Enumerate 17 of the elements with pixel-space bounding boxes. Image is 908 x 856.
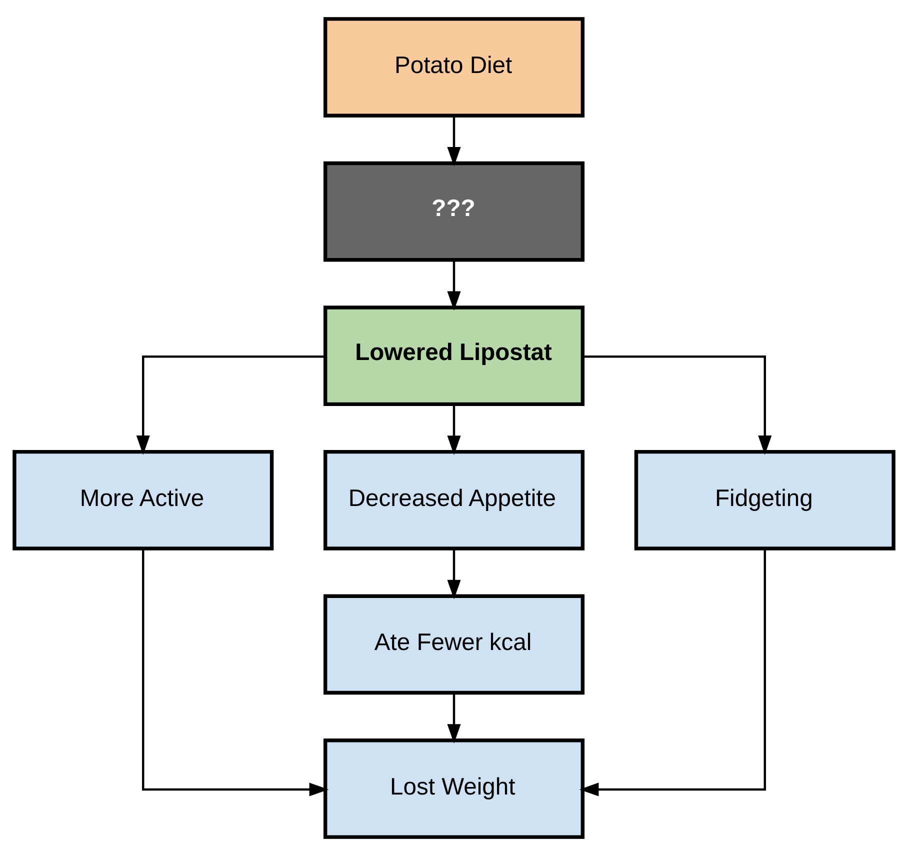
arrow (447, 404, 461, 455)
node-box: ??? (323, 161, 585, 262)
node-box: Potato Diet (323, 17, 585, 118)
arrow (447, 548, 461, 600)
node-box: Ate Fewer kcal (323, 594, 585, 695)
arrow (447, 692, 461, 744)
node-box: More Active (12, 450, 274, 550)
arrow (579, 548, 766, 796)
node-box: Decreased Appetite (323, 450, 585, 550)
arrow (447, 260, 461, 311)
arrow (582, 355, 772, 455)
arrow (447, 116, 461, 166)
node-box: Lost Weight (323, 738, 585, 839)
arrow (142, 548, 329, 796)
node-box: Lowered Lipostat (323, 306, 585, 406)
node-box: Fidgeting (634, 450, 896, 550)
arrow (136, 355, 326, 455)
